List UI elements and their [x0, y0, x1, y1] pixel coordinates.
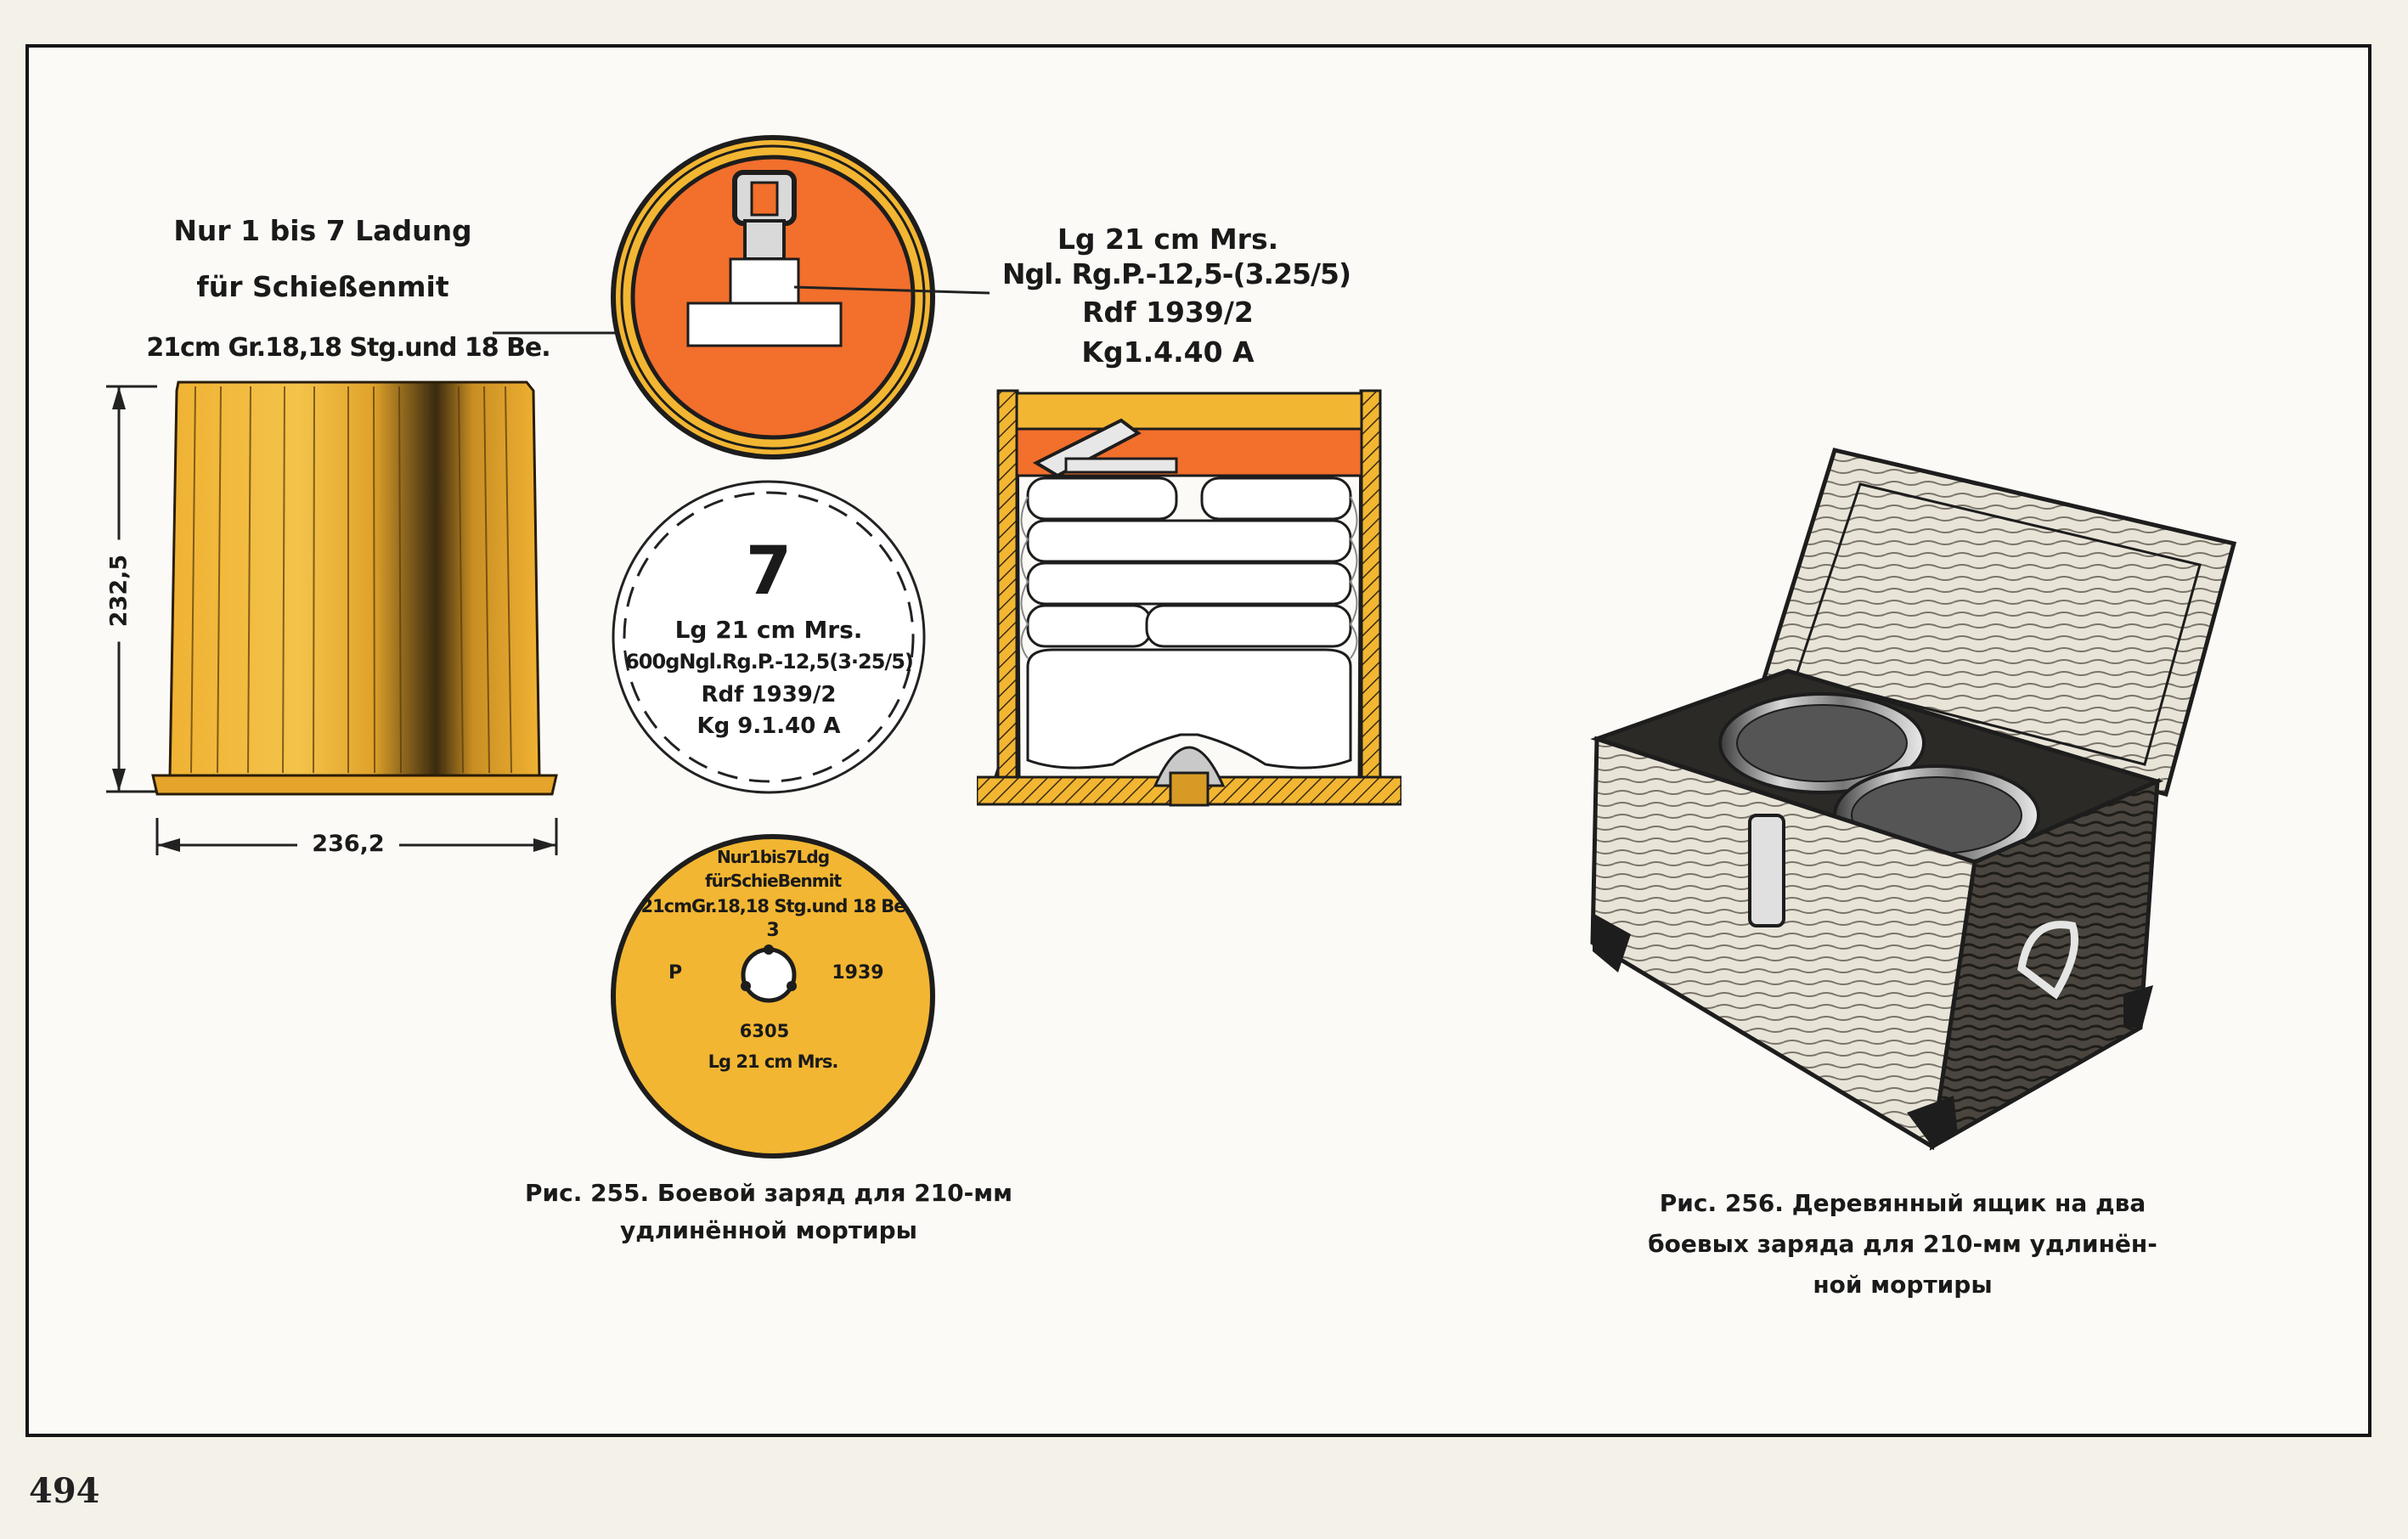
cap-label-line-2: 600gNgl.Rg.P.-12,5(3·25/5): [625, 650, 914, 674]
warning-line-1: Nur 1 bis 7 Ladung: [173, 214, 472, 247]
section-label-line-1: Lg 21 cm Mrs.: [1057, 223, 1279, 256]
base-stamp-bottom-line: Lg 21 cm Mrs.: [708, 1051, 839, 1072]
charge-cross-section: [977, 389, 1401, 807]
cap-label-number: 7: [745, 533, 792, 610]
fig256-caption-line-2: боевых заряда для 210-мм удлинён-: [1648, 1230, 2157, 1258]
width-dimension-label: 236,2: [297, 831, 399, 857]
warning-line-2: für Schießenmit: [196, 270, 449, 303]
warning-line-3: 21cm Gr.18,18 Stg.und 18 Be.: [146, 333, 550, 363]
section-label-line-4: Kg1.4.40 A: [1081, 335, 1255, 369]
fig256-caption-line-3: ной мортиры: [1813, 1271, 1993, 1299]
base-stamp-line-1: Nur1bis7Ldg: [716, 847, 830, 867]
base-stamp-bottom-mark: 6305: [739, 1021, 790, 1041]
charge-base-disc: [611, 834, 935, 1158]
cap-label-line-4: Kg 9.1.40 A: [696, 713, 841, 739]
base-stamp-line-3: 21cmGr.18,18 Stg.und 18 Be: [640, 896, 905, 916]
charge-cap-label-disc: [612, 480, 926, 794]
base-stamp-top-mark: 3: [766, 920, 780, 941]
base-stamp-line-2: fürSchieBenmit: [704, 871, 842, 891]
cap-label-line-1: Lg 21 cm Mrs.: [674, 616, 863, 644]
charge-cylinder: [151, 381, 558, 796]
section-label-line-2: Ngl. Rg.P.-12,5-(3.25/5): [1001, 257, 1351, 290]
section-label-line-3: Rdf 1939/2: [1082, 296, 1254, 329]
base-stamp-left-mark: P: [668, 962, 683, 984]
base-stamp-right-mark: 1939: [832, 962, 884, 984]
charge-top-disc: [611, 135, 935, 459]
fig255-caption-line-2: удлинённой мортиры: [620, 1216, 917, 1244]
fig255-caption-line-1: Рис. 255. Боевой заряд для 210-мм: [524, 1179, 1013, 1207]
wooden-box-illustration: [1590, 448, 2237, 1151]
fig256-caption-line-1: Рис. 256. Деревянный ящик на два: [1659, 1189, 2146, 1217]
page-number: 494: [29, 1471, 100, 1511]
cap-label-line-3: Rdf 1939/2: [701, 682, 837, 707]
